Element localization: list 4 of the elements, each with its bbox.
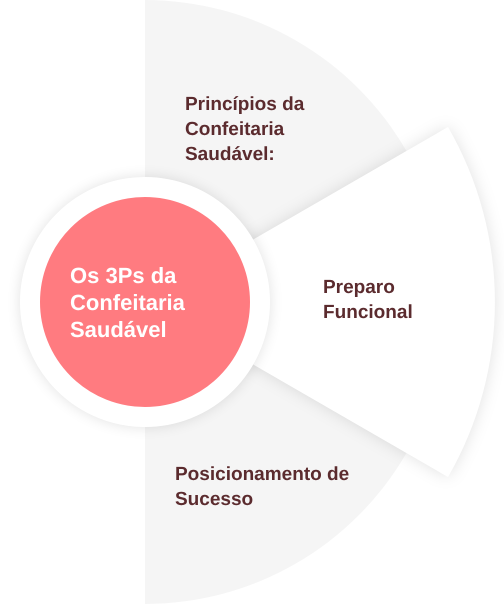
- circle-title: Os 3Ps da Confeitaria Saudável: [70, 262, 186, 342]
- segment-label: Princípios da Confeitaria Saudável:: [185, 93, 306, 167]
- segment-label: Posicionamento de Sucesso: [175, 463, 350, 512]
- segment-label: Preparo Funcional: [323, 276, 414, 325]
